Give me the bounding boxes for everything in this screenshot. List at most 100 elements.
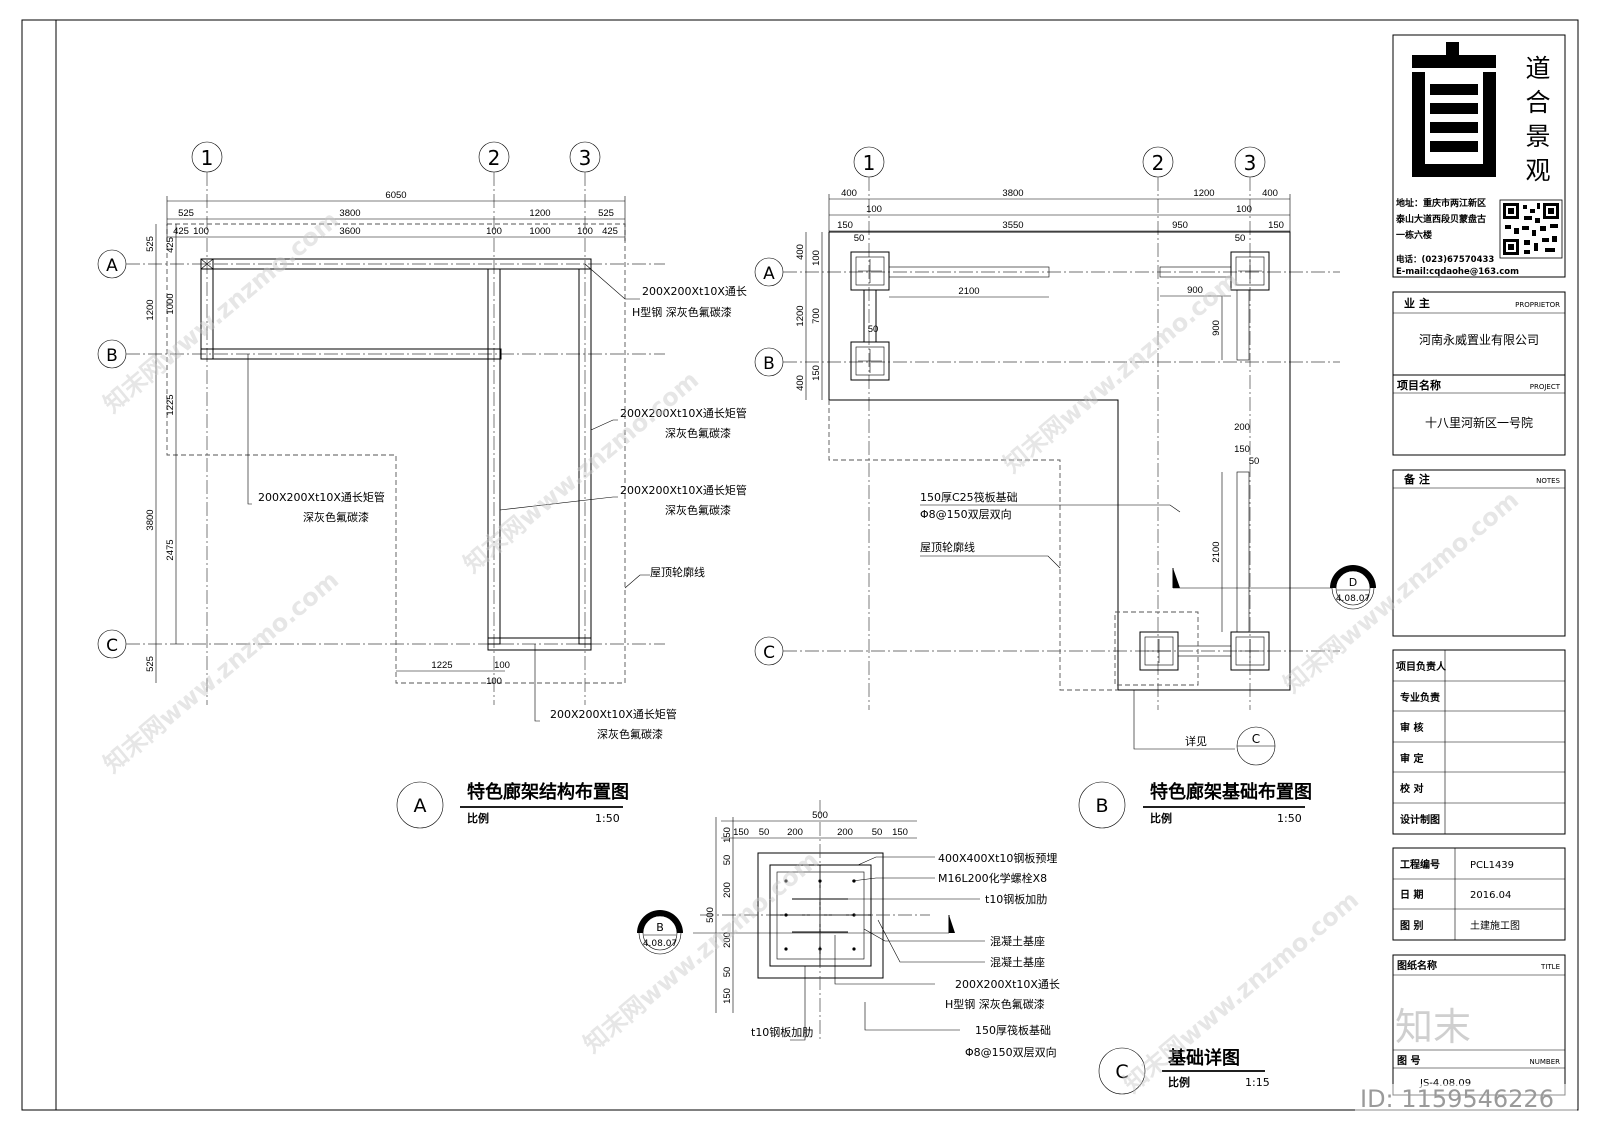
dim-c-200-right: 200 xyxy=(837,827,853,838)
axis-2-a: 2 xyxy=(488,146,501,170)
info-category-value: 土建施工图 xyxy=(1470,919,1520,932)
watermark-id: ID: 1159546226 xyxy=(1360,1085,1554,1113)
section-b-ref: 4.08.07 xyxy=(643,939,677,949)
note-c-h-beam-1: 200X200Xt10X通长 xyxy=(955,978,1060,991)
dim-a-100-bottom-1: 100 xyxy=(494,660,510,671)
note-c-steel-plate: 400X400Xt10钢板预埋 xyxy=(938,851,1057,865)
dim-c-200-left: 200 xyxy=(787,827,803,838)
company-address-1: 地址：重庆市两江新区 xyxy=(1396,197,1486,209)
company-address-3: 一栋六楼 xyxy=(1396,229,1432,241)
info-project-no-value: PCL1439 xyxy=(1470,860,1514,871)
detail-c-marker: C xyxy=(1252,732,1260,746)
dim-a-100-1: 100 xyxy=(193,226,209,237)
dim-b-150-vertical: 150 xyxy=(811,365,822,381)
axis-1-a: 1 xyxy=(201,146,214,170)
dim-b-100: 100 xyxy=(866,204,882,215)
dim-b-50-mid: 50 xyxy=(868,324,879,335)
note-a-roof-outline: 屋顶轮廓线 xyxy=(650,565,705,579)
note-a-tube-mid-2: 深灰色氟碳漆 xyxy=(665,503,731,517)
dim-a-100-bottom-2: 100 xyxy=(486,676,502,687)
sheet-no-label: 图 号 xyxy=(1397,1055,1420,1067)
dim-c-50-top: 50 xyxy=(722,855,733,866)
drawing-a-scale-label: 比例 xyxy=(467,811,489,825)
dim-b-1200-vertical: 1200 xyxy=(795,305,806,326)
note-c-anchor-bolt: M16L200化学螺栓X8 xyxy=(938,871,1047,885)
dim-c-500-top: 500 xyxy=(812,810,828,821)
row-b-b: B xyxy=(763,354,775,374)
dim-c-500-left: 500 xyxy=(705,907,716,923)
dim-b-400-bottom: 400 xyxy=(795,375,806,391)
note-c-concrete-base-2: 混凝土基座 xyxy=(990,955,1045,969)
watermark-site-3: 知末网www.znzmo.com xyxy=(998,266,1244,479)
company-name-char-2: 合 xyxy=(1525,88,1550,117)
info-date-value: 2016.04 xyxy=(1470,890,1511,901)
drawing-a-structure-plan: 1 2 3 A B C 6050 525 3800 1200 xyxy=(97,141,747,829)
drawing-c-scale-label: 比例 xyxy=(1168,1075,1190,1089)
dim-b-700-vertical: 700 xyxy=(811,308,822,324)
role-approve: 审 定 xyxy=(1400,752,1423,765)
note-c-rib-plate-bottom: t10钢板加肋 xyxy=(751,1025,813,1039)
info-category-label: 图 别 xyxy=(1400,919,1423,932)
company-name-char-1: 道 xyxy=(1525,54,1550,83)
dim-a-1225-vertical: 1225 xyxy=(165,394,176,415)
sheet-no-value: JS-4.08.09 xyxy=(1419,1078,1471,1089)
note-b-see-detail: 详见 xyxy=(1185,734,1207,748)
note-c-h-beam-2: H型钢 深灰色氟碳漆 xyxy=(945,997,1045,1011)
note-a-tube-bottom-1: 200X200Xt10X通长矩管 xyxy=(550,707,677,721)
owner-value: 河南永威置业有限公司 xyxy=(1419,332,1539,347)
dim-a-425-vertical: 425 xyxy=(165,237,176,253)
note-a-tube-left-2: 深灰色氟碳漆 xyxy=(303,510,369,524)
project-label-en: PROJECT xyxy=(1530,383,1561,391)
role-review: 审 核 xyxy=(1400,721,1423,734)
drawing-a-circle: A xyxy=(414,795,427,817)
axis-1-b: 1 xyxy=(863,151,876,175)
dim-b-150-left: 150 xyxy=(837,220,853,231)
note-a-tube-right-2: 深灰色氟碳漆 xyxy=(665,426,731,440)
dim-a-525-top: 525 xyxy=(145,236,156,252)
note-b-rebar: Φ8@150双层双向 xyxy=(920,507,1012,521)
qr-code-icon xyxy=(1499,199,1563,259)
dim-a-1200: 1200 xyxy=(529,208,550,219)
sheet-frame xyxy=(21,19,1579,1111)
dim-a-100-3: 100 xyxy=(577,226,593,237)
dim-a-1000-vertical: 1000 xyxy=(165,293,176,314)
dim-b-900-vertical: 900 xyxy=(1211,320,1222,336)
dim-c-150-top: 150 xyxy=(722,827,733,843)
dim-a-3800: 3800 xyxy=(339,208,360,219)
watermark-brand: 知末 xyxy=(1395,1005,1471,1049)
note-a-tube-bottom-2: 深灰色氟碳漆 xyxy=(597,727,663,741)
dim-b-2100-horizontal: 2100 xyxy=(958,286,979,297)
dim-a-525-right: 525 xyxy=(598,208,614,219)
role-project-lead: 项目负责人 xyxy=(1396,660,1447,673)
dim-b-150-right: 150 xyxy=(1268,220,1284,231)
note-a-tube-right-1: 200X200Xt10X通长矩管 xyxy=(620,406,747,420)
dim-b-150-mid: 150 xyxy=(1234,444,1250,455)
section-d-letter: D xyxy=(1349,576,1357,589)
notes-label: 备 注 xyxy=(1403,472,1430,486)
row-a-a: A xyxy=(106,256,118,276)
dim-c-200-top: 200 xyxy=(722,882,733,898)
note-a-tube-mid-1: 200X200Xt10X通长矩管 xyxy=(620,483,747,497)
role-check: 校 对 xyxy=(1400,782,1423,795)
drawing-c-scale: 1:15 xyxy=(1245,1076,1270,1089)
drawing-b-scale-label: 比例 xyxy=(1150,811,1172,825)
dim-c-150-left: 150 xyxy=(733,827,749,838)
company-name-char-3: 景 xyxy=(1525,122,1550,151)
info-date-label: 日 期 xyxy=(1400,888,1423,901)
dim-c-50-left: 50 xyxy=(759,827,770,838)
section-b-letter: B xyxy=(656,921,664,934)
dim-b-950: 950 xyxy=(1172,220,1188,231)
note-c-rib-plate: t10钢板加肋 xyxy=(985,892,1047,906)
dim-b-50-low: 50 xyxy=(1249,456,1260,467)
note-c-raft: 150厚筏板基础 xyxy=(975,1023,1051,1037)
title-block: 道 合 景 观 地址：重庆市两江新区 泰山大道西段贝蒙盘古 一栋六楼 电话：(0… xyxy=(1392,34,1566,1096)
section-d-ref: 4.08.07 xyxy=(1336,594,1370,604)
drawing-c-title: 基础详图 xyxy=(1167,1047,1240,1069)
dim-a-425-right: 425 xyxy=(602,226,618,237)
drawing-a-title: 特色廊架结构布置图 xyxy=(467,781,629,803)
dim-b-400-right: 400 xyxy=(1262,188,1278,199)
dim-b-200: 200 xyxy=(1234,422,1250,433)
company-email: E-mail:cqdaohe@163.com xyxy=(1396,267,1519,277)
row-c-b: C xyxy=(763,643,775,663)
dim-b-50-b: 50 xyxy=(1235,233,1246,244)
